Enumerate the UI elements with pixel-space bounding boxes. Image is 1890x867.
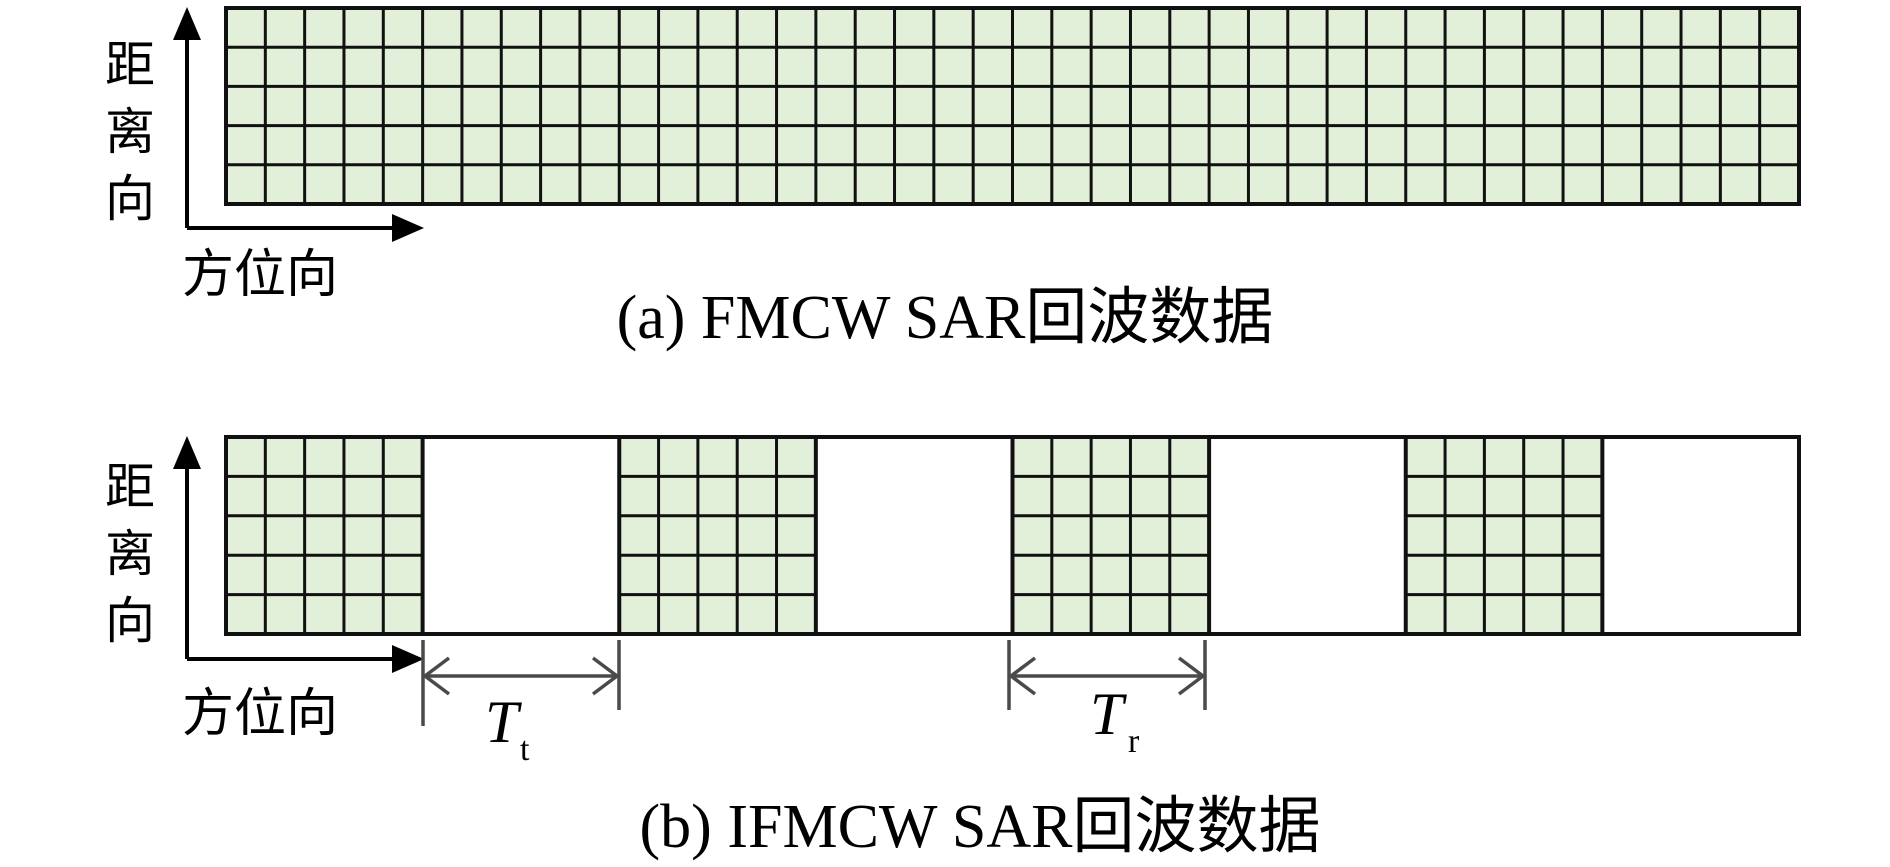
tr-dimension-right-arrow — [1177, 656, 1206, 696]
axis-label-char: 离 — [105, 103, 155, 161]
panel-a-y-axis-label: 距离向 — [105, 36, 155, 228]
axis-label-char: 距 — [105, 458, 155, 516]
panel-a-grid — [224, 6, 1801, 206]
panel-b-y-axis-label: 距离向 — [105, 458, 155, 650]
panel-b-data-block-background — [1403, 435, 1605, 636]
panel-b-blocks — [224, 435, 1605, 636]
panel-b-data-block — [224, 435, 425, 636]
panel-b-caption: (b) IFMCW SAR回波数据 — [640, 793, 1321, 861]
tr-subscript: r — [1128, 723, 1140, 760]
panel-a-data-grid — [224, 6, 1801, 206]
tt-subscript: t — [520, 731, 530, 768]
tr-symbol: T — [1090, 681, 1127, 747]
tt-symbol: T — [485, 689, 522, 755]
axis-label-char: 距 — [105, 36, 155, 94]
panel-a-y-axis-arrowhead — [173, 7, 201, 40]
panel-b-data-block — [1403, 435, 1605, 636]
tt-dimension: T t — [421, 640, 621, 768]
axis-label-char: 离 — [105, 525, 155, 583]
panel-b: 距离向 方位向 T t T r (b) IFMCW SAR回波数据 — [105, 435, 1801, 861]
panel-a-x-axis-arrowhead — [392, 214, 424, 242]
axis-label-char: 向 — [105, 170, 155, 228]
axis-label-char: 向 — [105, 592, 155, 650]
tt-dimension-left-arrow — [422, 656, 451, 696]
tr-dimension-left-arrow — [1008, 656, 1037, 696]
tr-dimension: T r — [1007, 640, 1207, 760]
panel-b-y-axis-arrowhead — [173, 436, 201, 469]
panel-b-data-block-background — [617, 435, 818, 636]
panel-b-data-block — [1010, 435, 1212, 636]
panel-b-data-block-background — [224, 435, 425, 636]
panel-a: 距离向 方位向 (a) FMCW SAR回波数据 — [105, 6, 1801, 352]
panel-a-caption: (a) FMCW SAR回波数据 — [617, 284, 1274, 352]
tt-dimension-right-arrow — [591, 656, 620, 696]
panel-b-data-block-background — [1010, 435, 1212, 636]
panel-a-x-axis-label: 方位向 — [182, 245, 338, 305]
panel-b-data-block — [617, 435, 818, 636]
panel-b-x-axis-arrowhead — [392, 645, 424, 673]
panel-b-x-axis-label: 方位向 — [182, 684, 338, 744]
